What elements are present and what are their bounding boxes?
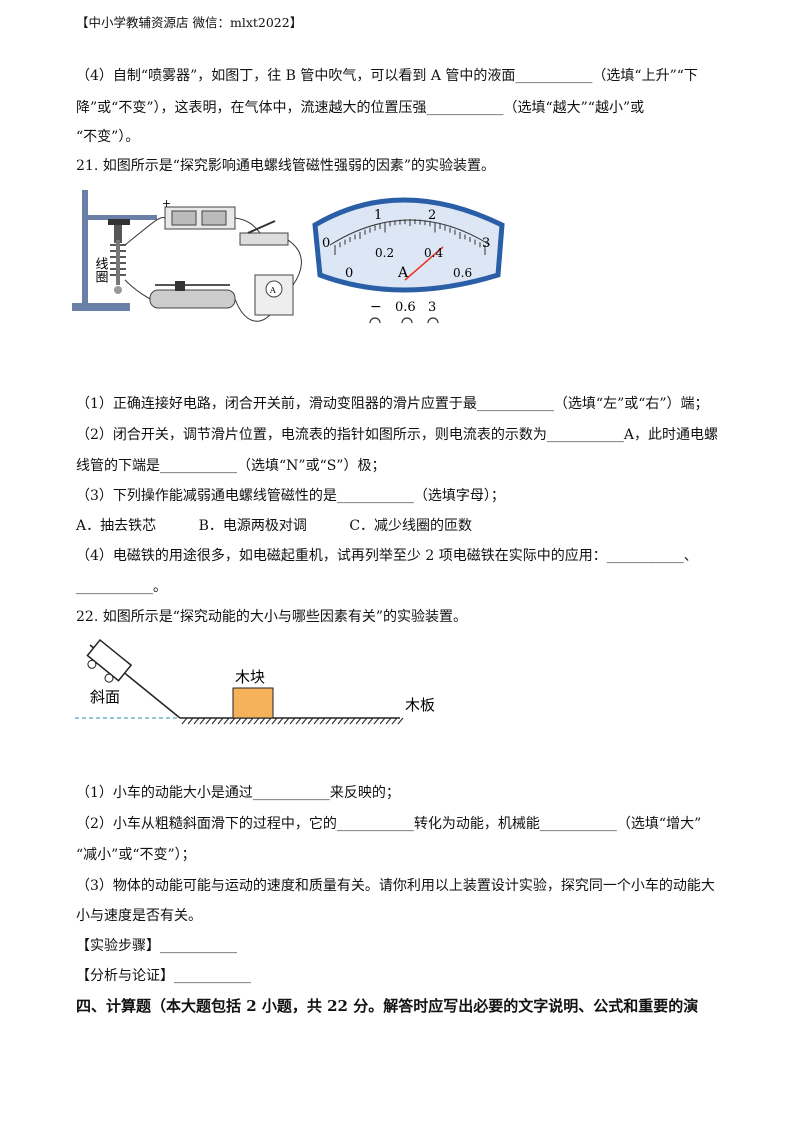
coil-label: 线圈 (93, 257, 109, 284)
terminal-06: 0.6 (395, 300, 416, 315)
terminal-3: 3 (428, 300, 436, 315)
option-b: B．电源两极对调 (198, 518, 307, 534)
plus-sign: + (162, 197, 171, 210)
q21-part4-line2: ___________。 (76, 579, 167, 595)
board-label: 木板 (405, 696, 435, 714)
dial-unit: A (397, 265, 409, 281)
bottom-scale-0: 0 (345, 266, 353, 281)
ammeter-needle (404, 246, 444, 281)
top-scale-3: 3 (482, 236, 490, 251)
figure-22: 斜面 木块 木板 (75, 638, 435, 725)
q21-part4-line1: （4）电磁铁的用途很多，如电磁起重机，试再列举至少 2 项电磁铁在实际中的应用：… (76, 548, 698, 564)
terminal-negative: − (370, 299, 382, 315)
top-scale-2: 2 (428, 208, 436, 223)
option-c: C．减少线圈的匝数 (349, 518, 473, 534)
q21-options: A．抽去铁芯 B．电源两极对调 C．减少线圈的匝数 (76, 516, 510, 536)
option-a: A．抽去铁芯 (76, 518, 157, 534)
q20-part4-line3: “不变”）。 (76, 129, 140, 145)
q22-part1: （1）小车的动能大小是通过___________来反映的； (76, 785, 400, 801)
meter-box-label: A (269, 286, 276, 295)
q22-part3-line2: 小与速度是否有关。 (76, 908, 202, 924)
q21-part1: （1）正确连接好电路，闭合开关前，滑动变阻器的滑片应置于最___________… (76, 396, 709, 412)
q21-part2-line2: 线管的下端是___________（选填“N”或“S”）极； (76, 458, 386, 474)
q22-part2-line1: （2）小车从粗糙斜面滑下的过程中，它的___________转化为动能，机械能_… (76, 816, 702, 832)
q22-part3-line1: （3）物体的动能可能与运动的速度和质量有关。请你利用以上装置设计实验，探究同一个… (76, 878, 715, 894)
q20-part4-line1: （4）自制“喷雾器”，如图丁，往 B 管中吹气，可以看到 A 管中的液面____… (76, 68, 698, 84)
terminal-posts (369, 317, 439, 324)
section-4-heading: 四、计算题（本大题包括 2 小题，共 22 分。解答时应写出必要的文字说明、公式… (76, 997, 699, 1015)
q21-part3: （3）下列操作能减弱通电螺线管磁性的是___________（选填字母）； (76, 488, 505, 504)
q22-title: 22. 如图所示是“探究动能的大小与哪些因素有关”的实验装置。 (76, 609, 468, 625)
q22-steps: 【实验步骤】___________ (76, 938, 237, 954)
slope-label: 斜面 (90, 688, 120, 706)
wood-block (232, 687, 274, 719)
bottom-scale-04: 0.4 (424, 246, 443, 260)
top-scale-1: 1 (374, 208, 382, 223)
cart-icon (86, 638, 133, 683)
q21-title: 21. 如图所示是“探究影响通电螺线管磁性强弱的因素”的实验装置。 (76, 158, 496, 174)
ammeter-dial (312, 197, 505, 293)
bottom-scale-06: 0.6 (453, 266, 472, 280)
apparatus-drawing (72, 190, 302, 322)
q22-analysis: 【分析与论证】___________ (76, 968, 251, 984)
figure-21: 线圈 + A 0 1 2 3 0 0.2 0.4 0.6 A − 0.6 3 (72, 190, 505, 324)
q21-part2-line1: （2）闭合开关，调节滑片位置，电流表的指针如图所示，则电流表的示数为______… (76, 427, 719, 443)
top-scale-0: 0 (322, 236, 330, 251)
bottom-scale-02: 0.2 (375, 246, 394, 260)
q20-part4-line2: 降”或“不变”），这表明，在气体中，流速越大的位置压强___________（选… (76, 100, 645, 116)
page-header: 【中小学教辅资源店 微信：mlxt2022】 (76, 15, 303, 30)
block-label: 木块 (235, 668, 265, 686)
q22-part2-line2: “减小”或“不变”）； (76, 847, 196, 863)
